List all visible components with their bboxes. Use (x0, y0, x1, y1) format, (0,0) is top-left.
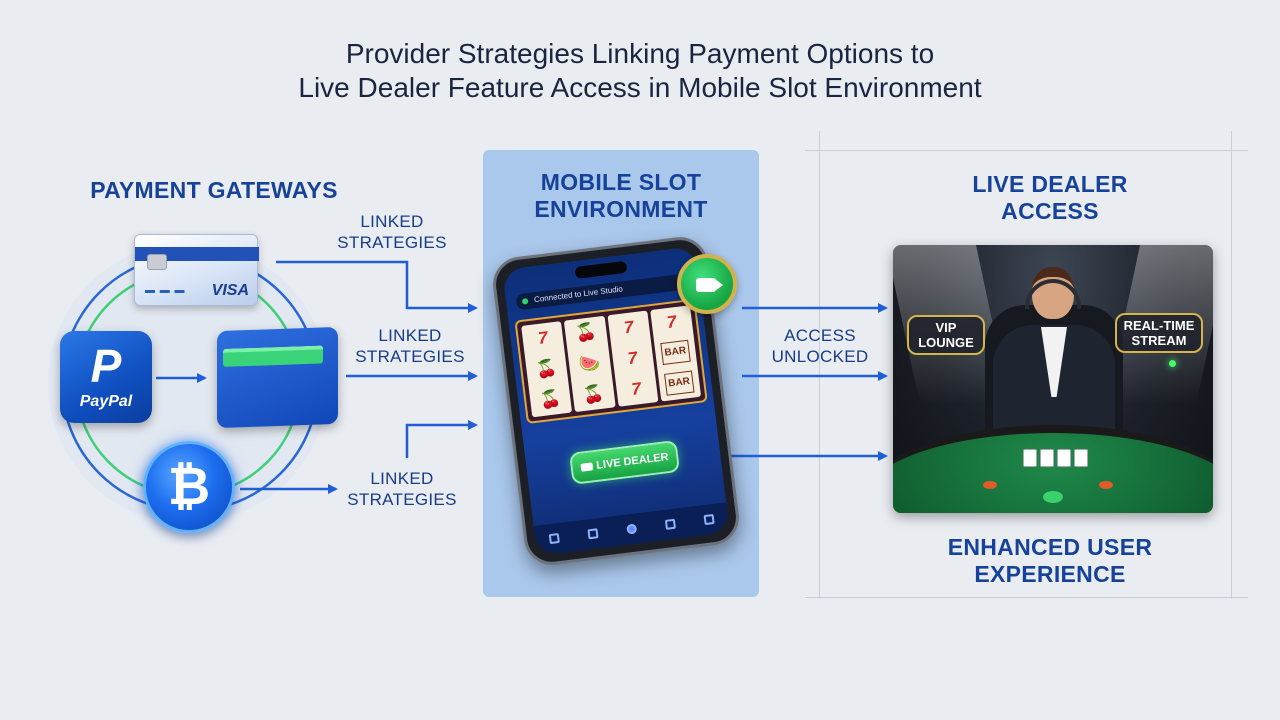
live-dealer-heading: LIVE DEALER ACCESS (910, 171, 1190, 225)
credit-card-icon: ▬ ▬ ▬ VISA (134, 234, 259, 306)
enhanced-experience-heading: ENHANCED USER EXPERIENCE (910, 534, 1190, 588)
linked-middle-line2: STRATEGIES (355, 347, 465, 366)
frame-line-top (805, 150, 1248, 151)
mobile-slot-heading: MOBILE SLOT ENVIRONMENT (483, 169, 759, 223)
paypal-icon: P PayPal (60, 331, 152, 423)
reel-symbol: 7 (665, 311, 678, 332)
vip-badge-line2: LOUNGE (918, 335, 974, 350)
access-line2: UNLOCKED (771, 347, 869, 366)
reel-symbol: 7 (626, 348, 639, 369)
phone-notch (574, 260, 628, 279)
paypal-letter: P (90, 340, 122, 392)
live-dealer-heading-line2: ACCESS (1001, 198, 1099, 224)
playing-card (1057, 449, 1071, 467)
reel-symbol: 7 (537, 328, 549, 349)
mobile-slot-heading-line1: MOBILE SLOT (540, 169, 702, 195)
arrow-card-to-phone (276, 260, 478, 313)
video-call-camera-body (696, 278, 716, 292)
linked-strategies-label-top: LINKED STRATEGIES (322, 211, 462, 253)
playing-card (1074, 449, 1088, 467)
reel-symbol: 7 (622, 317, 635, 338)
linked-bottom-line2: STRATEGIES (347, 490, 457, 509)
title-line-1: Provider Strategies Linking Payment Opti… (345, 38, 935, 69)
video-call-camera-lens (715, 279, 723, 291)
live-dealer-button-label: LIVE DEALER (595, 451, 670, 472)
reel-symbol: BAR (664, 370, 695, 397)
card-chip (147, 254, 167, 270)
betting-chip (1099, 481, 1113, 489)
enhanced-line1: ENHANCED USER (947, 534, 1153, 560)
betting-chip (1043, 491, 1063, 503)
status-dot-icon (521, 297, 529, 305)
wallet-card-slot (223, 345, 323, 367)
reel: 7 7 7 (607, 310, 659, 407)
chat-icon[interactable] (664, 518, 676, 530)
linked-middle-line1: LINKED (378, 326, 442, 345)
vip-lounge-badge: VIP LOUNGE (907, 315, 985, 355)
frame-line-bottom (805, 597, 1248, 598)
reel: 7 BAR BAR (649, 305, 702, 402)
stream-badge-line1: REAL-TIME (1123, 318, 1195, 333)
enhanced-line2: EXPERIENCE (974, 561, 1126, 587)
stream-badge-line2: STREAM (1131, 333, 1187, 348)
live-dealer-button[interactable]: LIVE DEALER (569, 439, 681, 485)
live-indicator-dot (1169, 360, 1176, 367)
reel: 7 🍒 🍒 (521, 321, 573, 418)
profile-icon[interactable] (626, 523, 638, 535)
card-number-dots: ▬ ▬ ▬ (145, 285, 186, 296)
video-call-icon (677, 254, 737, 314)
live-dealer-scene: VIP LOUNGE REAL-TIME STREAM (893, 245, 1213, 513)
home-icon[interactable] (549, 532, 561, 545)
reel-symbol: 🍒 (574, 322, 598, 344)
title-line-2: Live Dealer Feature Access in Mobile Slo… (298, 72, 982, 103)
bitcoin-icon: ₿ (143, 441, 235, 533)
wallet-icon (217, 326, 338, 429)
reel-symbol: 🍉 (577, 352, 602, 375)
reel-symbol: 🍒 (534, 357, 559, 380)
linked-top-line1: LINKED (360, 212, 424, 231)
reel: 🍒 🍉 🍒 (564, 315, 616, 413)
connection-status-text: Connected to Live Studio (533, 284, 624, 305)
arrow-bitcoin-to-phone (405, 420, 478, 458)
playing-card (1023, 449, 1037, 467)
frame-line-left (819, 131, 820, 599)
bitcoin-symbol: ₿ (167, 458, 211, 516)
payment-circle-bg (48, 243, 328, 523)
settings-icon[interactable] (703, 514, 715, 526)
vip-badge-line1: VIP (935, 320, 957, 335)
frame-line-right (1231, 131, 1232, 599)
playing-card (1040, 449, 1054, 467)
real-time-stream-badge: REAL-TIME STREAM (1115, 313, 1203, 353)
mobile-slot-heading-line2: ENVIRONMENT (534, 196, 708, 222)
reel-symbol: 🍒 (581, 383, 605, 405)
slot-reels: 7 🍒 🍒 🍒 🍉 🍒 7 7 7 7 BAR BAR (514, 298, 708, 425)
paypal-label: PayPal (79, 393, 133, 410)
diagram-title: Provider Strategies Linking Payment Opti… (0, 37, 1280, 105)
payment-gateways-heading: PAYMENT GATEWAYS (90, 177, 338, 203)
linked-bottom-line1: LINKED (370, 469, 434, 488)
linked-strategies-label-middle: LINKED STRATEGIES (340, 325, 480, 367)
access-line1: ACCESS (784, 326, 856, 345)
menu-icon[interactable] (587, 528, 599, 540)
reel-symbol: 7 (630, 378, 643, 399)
video-camera-icon (580, 462, 593, 472)
linked-top-line2: STRATEGIES (337, 233, 447, 252)
reel-symbol: BAR (660, 339, 691, 365)
live-dealer-heading-line1: LIVE DEALER (972, 171, 1128, 197)
reel-symbol: 🍒 (538, 388, 563, 410)
visa-logo: VISA (211, 282, 249, 299)
linked-strategies-label-bottom: LINKED STRATEGIES (332, 468, 472, 510)
access-unlocked-label: ACCESS UNLOCKED (750, 325, 890, 367)
dealt-cards (1023, 449, 1088, 467)
betting-chip (983, 481, 997, 489)
